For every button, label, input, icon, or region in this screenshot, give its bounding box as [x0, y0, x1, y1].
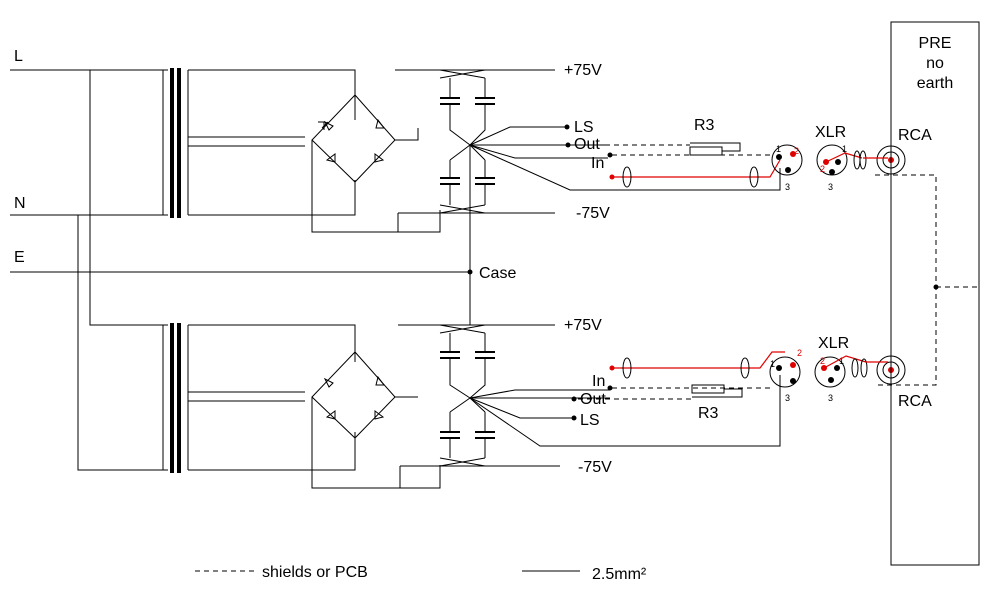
label-line: L: [14, 48, 23, 65]
label-earth-word: earth: [917, 75, 953, 92]
label-lower-pos-rail: +75V: [564, 317, 602, 334]
svg-text:2: 2: [820, 356, 825, 366]
label-lower-ls: LS: [580, 412, 600, 429]
upper-transformer: [162, 68, 356, 218]
lower-bridge-rectifier: [311, 351, 441, 489]
lower-capacitor-bank: [398, 272, 781, 488]
label-upper-r3: R3: [694, 117, 715, 134]
label-upper-rca: RCA: [898, 127, 932, 144]
svg-text:2: 2: [797, 348, 802, 358]
svg-text:1: 1: [776, 144, 781, 154]
label-case: Case: [479, 265, 516, 282]
preamp-box: PRE no earth: [890, 21, 980, 566]
label-upper-ls: LS: [574, 119, 594, 136]
svg-text:3: 3: [828, 393, 833, 403]
svg-text:3: 3: [785, 393, 790, 403]
label-earth: E: [14, 249, 25, 266]
mains-wiring: L N E: [10, 48, 470, 471]
svg-text:3: 3: [828, 182, 833, 192]
label-lower-neg-rail: -75V: [578, 459, 612, 476]
label-lower-xlr: XLR: [818, 335, 849, 352]
upper-xlr-female: [771, 144, 803, 176]
lower-transformer: [162, 323, 356, 473]
label-upper-xlr: XLR: [815, 124, 846, 141]
label-upper-pos-rail: +75V: [564, 62, 602, 79]
upper-connectors: 2 1 3 XLR 1 2 3 RCA: [771, 124, 937, 386]
label-upper-in: In: [591, 155, 604, 172]
label-upper-out: Out: [574, 136, 600, 153]
label-lower-out: Out: [580, 391, 606, 408]
label-no: no: [926, 55, 944, 72]
upper-capacitor-bank: [395, 69, 781, 272]
label-neutral: N: [14, 195, 26, 212]
svg-text:2: 2: [820, 164, 825, 174]
svg-text:2: 2: [794, 146, 799, 156]
lower-connectors: 2 1 3 XLR 2 1 3 RCA: [769, 335, 932, 410]
label-lower-rca: RCA: [898, 393, 932, 410]
svg-text:1: 1: [770, 359, 775, 369]
label-lower-r3: R3: [698, 405, 719, 422]
legend: shields or PCB 2.5mm²: [195, 564, 647, 583]
lower-xlr-female: [769, 356, 801, 388]
upper-bridge-rectifier: [311, 70, 441, 233]
svg-text:1: 1: [839, 356, 844, 366]
svg-text:1: 1: [842, 144, 847, 154]
case-node: [467, 269, 473, 275]
label-lower-in: In: [592, 373, 605, 390]
upper-terminals: +75V -75V LS Out In R3: [564, 62, 781, 222]
lower-xlr-male: [814, 356, 846, 388]
case-ground: Case: [467, 265, 516, 282]
legend-solid-label: 2.5mm²: [592, 566, 647, 583]
svg-text:3: 3: [785, 182, 790, 192]
legend-dashed-label: shields or PCB: [262, 564, 368, 581]
lower-terminals: +75V -75V In Out LS R3: [564, 317, 785, 476]
label-pre: PRE: [919, 35, 952, 52]
label-upper-neg-rail: -75V: [576, 205, 610, 222]
